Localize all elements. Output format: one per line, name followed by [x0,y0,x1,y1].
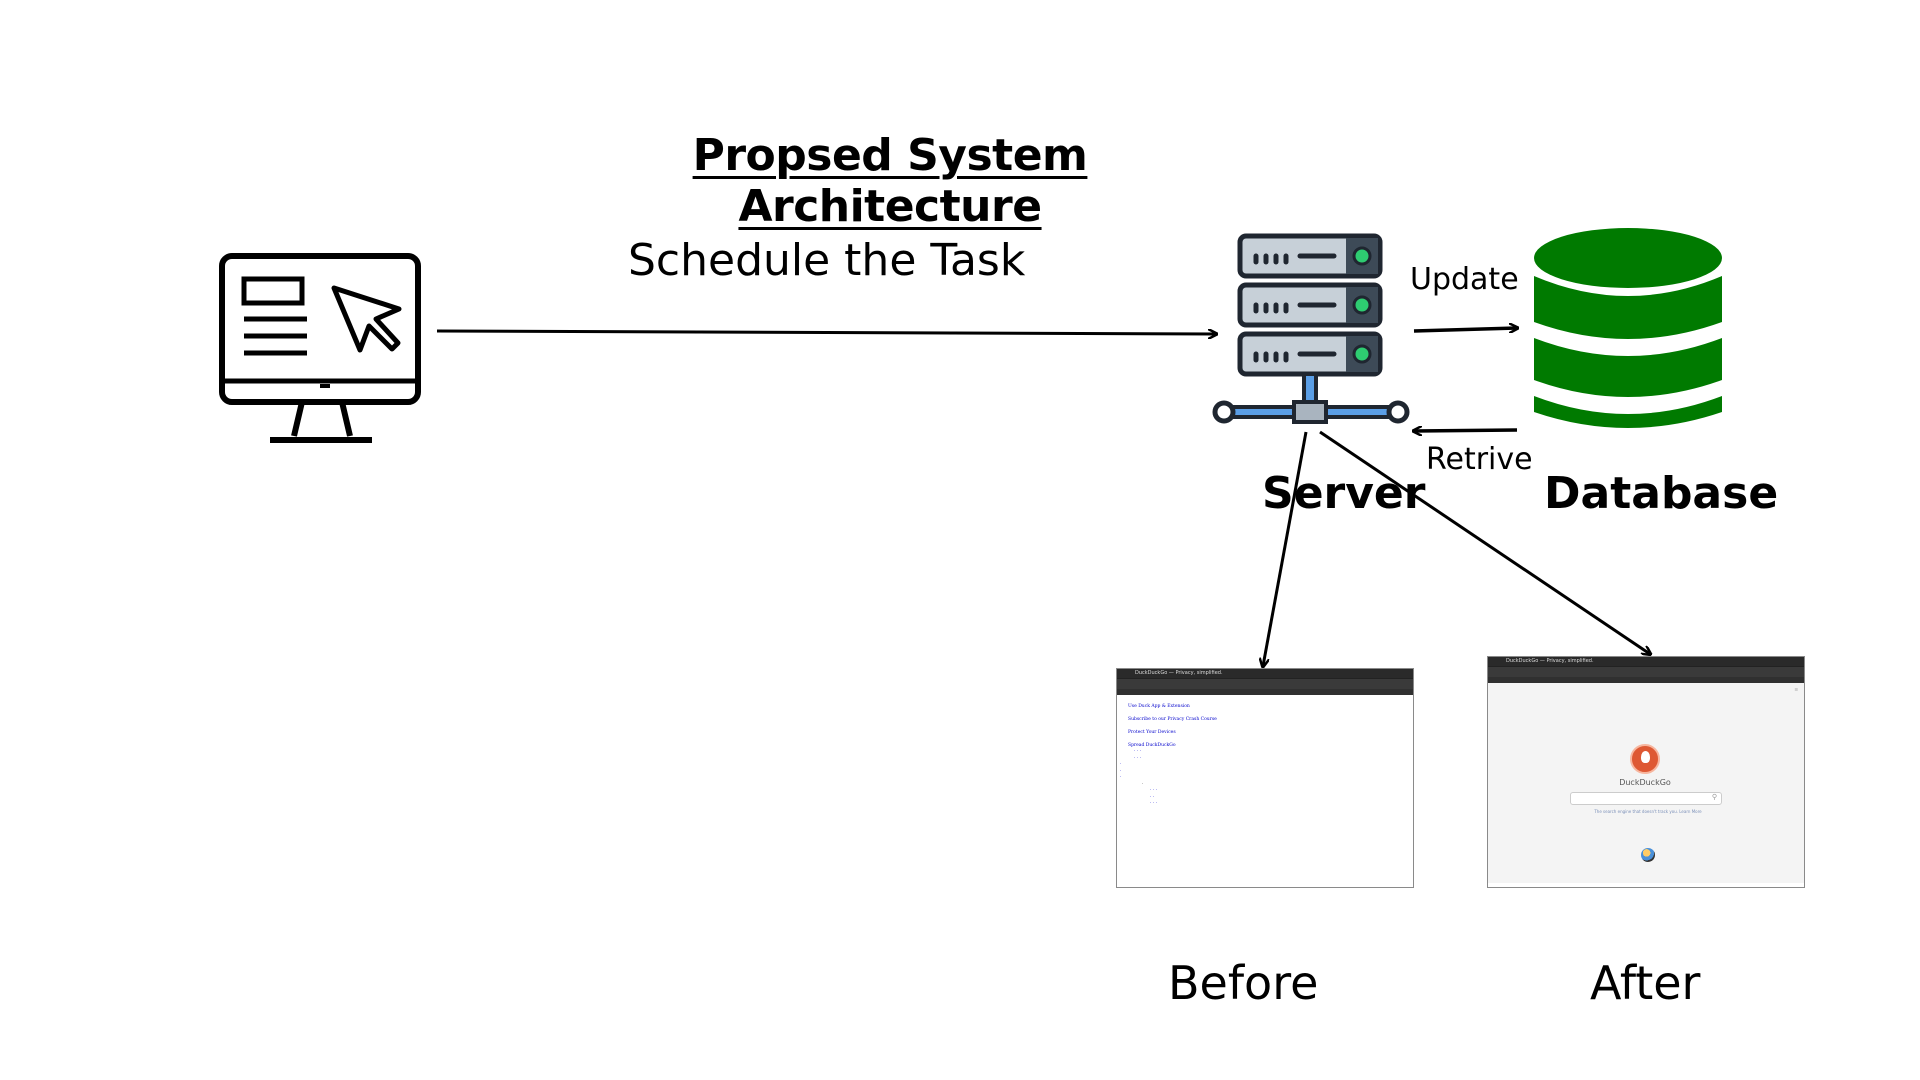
after-page-body: ☰ DuckDuckGo ⚲ The search engine that do… [1488,683,1804,883]
before-page-body: Use Duck App & Extension Subscribe to ou… [1117,695,1413,810]
before-screenshot: DuckDuckGo — Privacy, simplified. Use Du… [1116,668,1414,888]
after-screenshot: DuckDuckGo — Privacy, simplified. ☰ Duck… [1487,656,1805,888]
browser-tab-title: DuckDuckGo — Privacy, simplified. [1506,658,1594,664]
browser-address-bar [1488,666,1804,677]
before-link: Spread DuckDuckGo [1128,742,1176,748]
schedule-arrow [436,331,1216,334]
search-icon: ⚲ [1711,793,1717,801]
update-arrow [1413,328,1517,331]
ddg-search-input: ⚲ [1570,792,1722,805]
ddg-tagline: The search engine that doesn't track you… [1594,809,1702,814]
ddg-brand-name: DuckDuckGo [1619,778,1671,787]
before-arrow [1263,431,1308,666]
browser-tab-title: DuckDuckGo — Privacy, simplified. [1135,670,1223,676]
after-caption: After [1590,956,1701,1010]
server-rack-icon [1212,233,1410,424]
after-arrow [1319,430,1650,654]
schedule-task-label: Schedule the Task [628,235,1026,286]
computer-monitor-cursor-icon [219,253,421,443]
update-label: Update [1410,262,1519,297]
browser-bookmarks-bar [1117,689,1413,695]
ddg-mascot-icon [1641,848,1655,862]
database-label: Database [1544,468,1779,519]
server-label: Server [1262,468,1426,519]
duckduckgo-logo-icon [1630,744,1660,774]
browser-address-bar [1117,678,1413,689]
before-link: Use Duck App & Extension [1128,703,1190,709]
before-link: Subscribe to our Privacy Crash Course [1128,716,1217,722]
database-cylinder-icon [1534,228,1722,428]
diagram-title: Propsed System Architecture [692,130,1088,232]
before-caption: Before [1168,956,1319,1010]
privacy-menu-icon: ☰ [1794,687,1798,692]
retrive-label: Retrive [1426,442,1533,477]
before-link: Protect Your Devices [1128,729,1176,735]
browser-bookmarks-bar [1488,677,1804,683]
retrive-arrow [1414,430,1518,431]
